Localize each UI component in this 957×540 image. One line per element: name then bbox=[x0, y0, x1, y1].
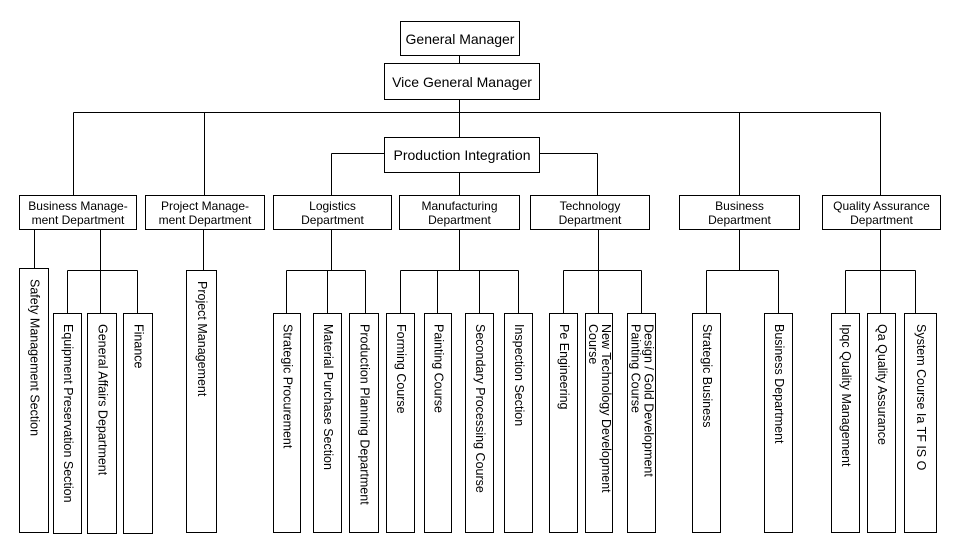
unit-label: Strategic Business bbox=[700, 324, 714, 428]
unit-label: Strategic Procurement bbox=[280, 324, 295, 449]
unit-inspection-section: Inspection Section bbox=[504, 313, 533, 533]
dept-label: Business Manage- ment Department bbox=[28, 198, 128, 227]
unit-label: New Technology Development Course bbox=[586, 324, 613, 493]
unit-system-course-ia-tf-iso: System Course Ia TF IS O bbox=[904, 313, 937, 533]
unit-label: Painting Course bbox=[431, 324, 446, 413]
unit-strategic-procurement: Strategic Procurement bbox=[273, 313, 301, 533]
dept-business: Business Department bbox=[679, 195, 800, 230]
dept-business-management: Business Manage- ment Department bbox=[19, 195, 137, 230]
dept-project-management: Project Manage- ment Department bbox=[145, 195, 265, 230]
dept-quality-assurance: Quality Assurance Department bbox=[822, 195, 941, 230]
unit-label: Design / Gold Development Painting Cours… bbox=[628, 324, 656, 477]
dept-label: Manufacturing Department bbox=[421, 198, 498, 227]
unit-label: Equipment Preservation Section bbox=[61, 324, 75, 503]
production-integration-label: Production Integration bbox=[393, 147, 531, 163]
unit-strategic-business: Strategic Business bbox=[692, 313, 721, 533]
unit-label: Ipqc Quality Management bbox=[839, 324, 853, 467]
unit-ipqc-quality-management: Ipqc Quality Management bbox=[831, 313, 860, 533]
unit-pe-engineering: Pe Engineering bbox=[549, 313, 578, 533]
general-manager-label: General Manager bbox=[405, 30, 515, 47]
unit-label: Project Management bbox=[195, 281, 209, 397]
vice-general-manager-box: Vice General Manager bbox=[384, 63, 540, 100]
unit-secondary-processing-course: Secondary Processing Course bbox=[465, 313, 494, 533]
unit-design-gold-development-painting-course: Design / Gold Development Painting Cours… bbox=[627, 313, 656, 533]
unit-label: Forming Course bbox=[394, 324, 408, 414]
unit-label: Production Planning Department bbox=[357, 324, 372, 505]
dept-logistics: Logistics Department bbox=[273, 195, 392, 230]
dept-manufacturing: Manufacturing Department bbox=[399, 195, 520, 230]
unit-project-management: Project Management bbox=[186, 270, 217, 533]
unit-new-technology-development-course: New Technology Development Course bbox=[585, 313, 613, 533]
unit-safety-management-section: Safety Management Section bbox=[19, 268, 49, 533]
unit-label: Safety Management Section bbox=[27, 279, 42, 437]
unit-material-purchase-section: Material Purchase Section bbox=[313, 313, 342, 533]
unit-label: General Affairs Department bbox=[95, 324, 110, 476]
unit-label: Pe Engineering bbox=[557, 324, 571, 410]
dept-technology: Technology Department bbox=[530, 195, 650, 230]
unit-production-planning-department: Production Planning Department bbox=[349, 313, 379, 533]
dept-label: Logistics Department bbox=[301, 198, 364, 227]
unit-qa-quality-assurance: Qa Quality Assurance bbox=[867, 313, 896, 533]
dept-label: Business Department bbox=[708, 198, 771, 227]
general-manager-box: General Manager bbox=[400, 21, 520, 56]
unit-label: Finance bbox=[131, 324, 146, 369]
unit-label: Secondary Processing Course bbox=[473, 324, 487, 493]
unit-label: Inspection Section bbox=[512, 324, 526, 427]
unit-equipment-preservation-section: Equipment Preservation Section bbox=[53, 313, 82, 534]
unit-finance: Finance bbox=[123, 313, 153, 534]
dept-label: Project Manage- ment Department bbox=[158, 198, 252, 227]
unit-label: System Course Ia TF IS O bbox=[914, 324, 928, 471]
unit-painting-course: Painting Course bbox=[424, 313, 452, 533]
unit-business-department: Business Department bbox=[764, 313, 793, 533]
unit-label: Qa Quality Assurance bbox=[875, 324, 889, 445]
unit-label: Business Department bbox=[772, 324, 786, 444]
dept-label: Technology Department bbox=[558, 198, 622, 227]
dept-label: Quality Assurance Department bbox=[833, 198, 930, 227]
unit-forming-course: Forming Course bbox=[386, 313, 415, 533]
unit-general-affairs-department: General Affairs Department bbox=[87, 313, 117, 534]
unit-label: Material Purchase Section bbox=[321, 324, 335, 470]
vice-general-manager-label: Vice General Manager bbox=[392, 73, 532, 90]
production-integration-box: Production Integration bbox=[384, 137, 540, 173]
